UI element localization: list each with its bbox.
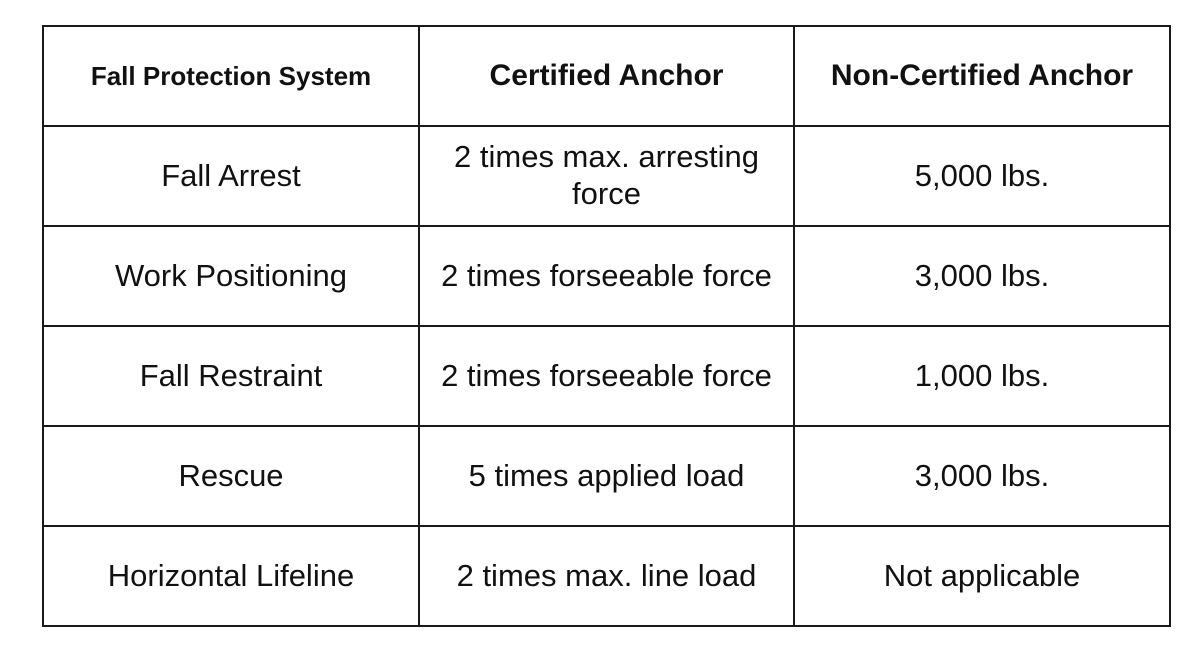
system-cell: Fall Restraint xyxy=(42,325,420,427)
non-certified-anchor-cell: 5,000 lbs. xyxy=(793,125,1171,227)
table-row: Fall Restraint 2 times forseeable force … xyxy=(42,325,1171,427)
column-header-non-certified: Non-Certified Anchor xyxy=(793,25,1171,127)
table-header-row: Fall Protection System Certified Anchor … xyxy=(42,25,1171,127)
table-row: Horizontal Lifeline 2 times max. line lo… xyxy=(42,525,1171,627)
non-certified-anchor-cell: 3,000 lbs. xyxy=(793,225,1171,327)
certified-anchor-cell: 2 times forseeable force xyxy=(418,225,795,327)
certified-anchor-cell: 2 times max. arresting force xyxy=(418,125,795,227)
anchor-strength-table: Fall Protection System Certified Anchor … xyxy=(42,25,1171,627)
system-cell: Horizontal Lifeline xyxy=(42,525,420,627)
table-row: Work Positioning 2 times forseeable forc… xyxy=(42,225,1171,327)
table-row: Fall Arrest 2 times max. arresting force… xyxy=(42,125,1171,227)
non-certified-anchor-cell: 3,000 lbs. xyxy=(793,425,1171,527)
certified-anchor-cell: 2 times max. line load xyxy=(418,525,795,627)
column-header-system: Fall Protection System xyxy=(42,25,420,127)
non-certified-anchor-cell: 1,000 lbs. xyxy=(793,325,1171,427)
system-cell: Work Positioning xyxy=(42,225,420,327)
column-header-certified: Certified Anchor xyxy=(418,25,795,127)
certified-anchor-cell: 2 times forseeable force xyxy=(418,325,795,427)
system-cell: Fall Arrest xyxy=(42,125,420,227)
non-certified-anchor-cell: Not applicable xyxy=(793,525,1171,627)
certified-anchor-cell: 5 times applied load xyxy=(418,425,795,527)
table-row: Rescue 5 times applied load 3,000 lbs. xyxy=(42,425,1171,527)
system-cell: Rescue xyxy=(42,425,420,527)
